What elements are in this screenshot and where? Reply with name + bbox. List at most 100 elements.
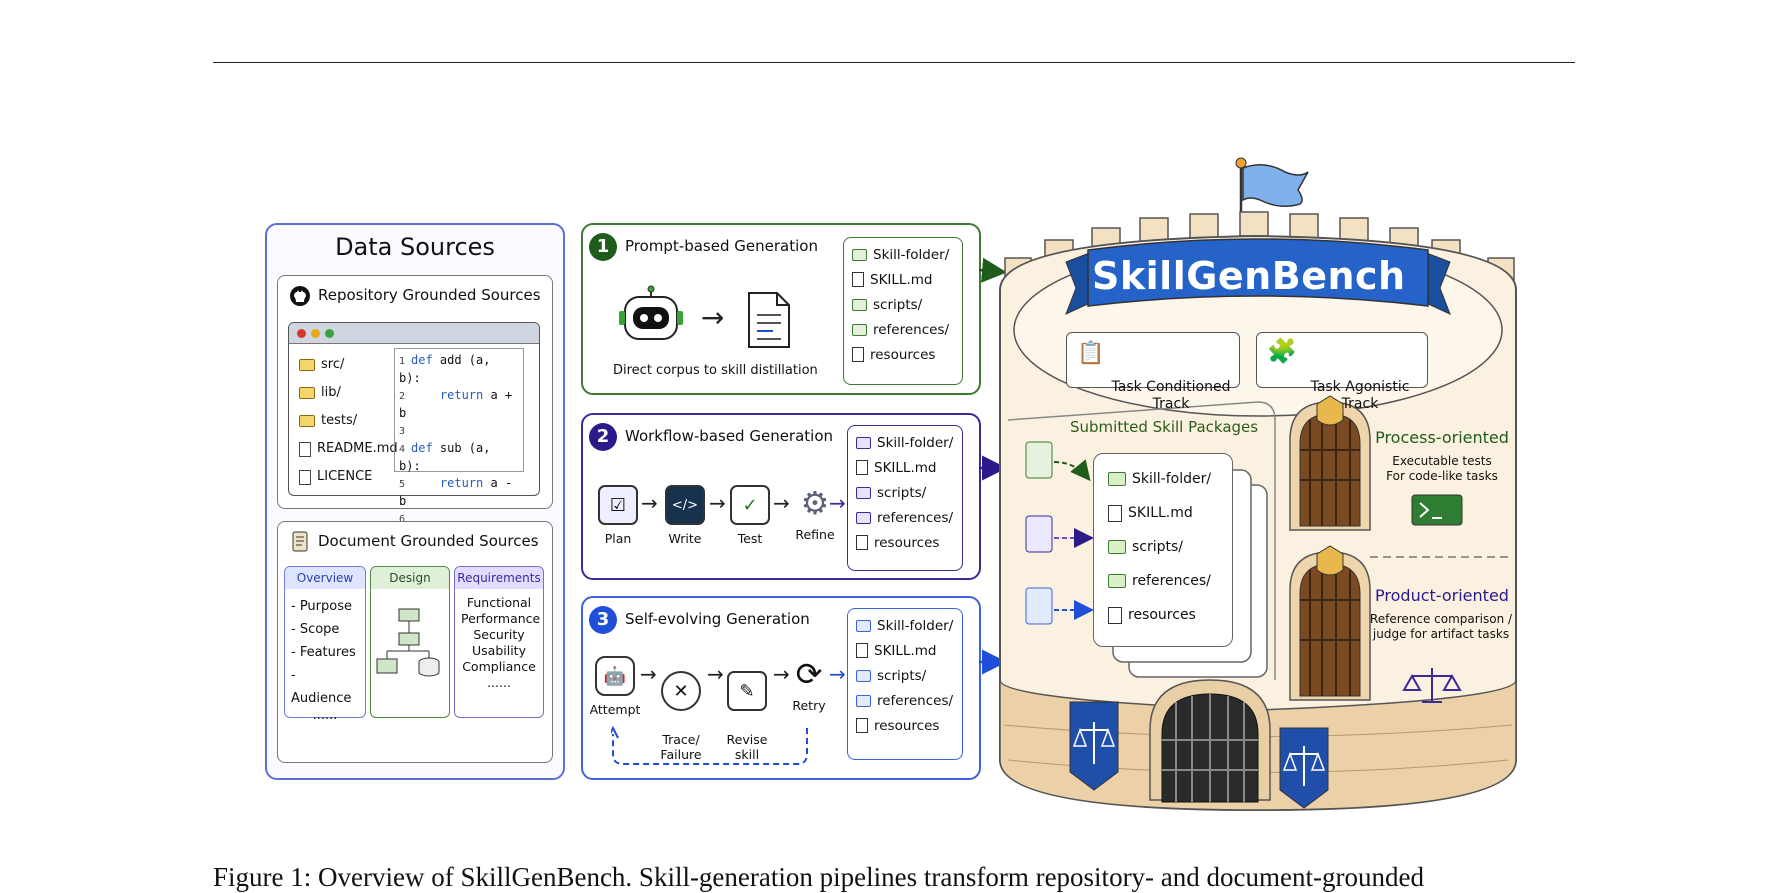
main-gate bbox=[1149, 679, 1271, 803]
code-line: 5 return a - b bbox=[399, 476, 513, 508]
step-label: Retry bbox=[792, 698, 826, 713]
self-evolving-title: Self-evolving Generation bbox=[625, 610, 810, 628]
step-number-badge: 1 bbox=[589, 233, 617, 261]
tree-item: README.md bbox=[299, 435, 398, 463]
package-item: references/ bbox=[1094, 564, 1232, 598]
task-conditioned-track: 📋 Task Conditioned Track bbox=[1066, 332, 1240, 412]
list-item: Performance bbox=[461, 611, 541, 626]
tree-item-label: src/ bbox=[321, 357, 345, 372]
package-item: SKILL.md bbox=[848, 638, 962, 663]
zone-divider bbox=[1007, 401, 1276, 680]
package-item: references/ bbox=[848, 505, 962, 530]
minimize-dot-icon bbox=[311, 329, 320, 338]
document-sources-title: Document Grounded Sources bbox=[318, 532, 539, 550]
terminal-icon bbox=[1411, 494, 1463, 526]
code-line: 2 return a + b bbox=[399, 388, 513, 420]
folder-icon bbox=[856, 619, 871, 632]
tree-item: tests/ bbox=[299, 407, 398, 435]
banner-ribbon bbox=[1087, 238, 1429, 307]
task-agnostic-track: 🧩 Task Agonistic Track bbox=[1256, 332, 1428, 412]
workflow-based-title: Workflow-based Generation bbox=[625, 427, 834, 445]
refine-step: ⚙ Refine bbox=[785, 484, 845, 542]
refresh-icon: ⟳ bbox=[791, 655, 827, 693]
checkmark-icon: ✓ bbox=[730, 485, 770, 525]
incoming-docs bbox=[1025, 441, 1094, 625]
github-icon bbox=[290, 286, 310, 306]
list-item: ...... bbox=[312, 708, 338, 723]
retry-loop-arrow bbox=[611, 726, 808, 765]
package-item-label: Skill-folder/ bbox=[873, 246, 950, 263]
package-item-label: references/ bbox=[877, 509, 954, 526]
design-column: Design bbox=[370, 566, 450, 718]
file-icon bbox=[1108, 606, 1122, 624]
workflow-based-generation-box: 2 Workflow-based Generation ☑ Plan → </>… bbox=[581, 413, 981, 580]
top-rule bbox=[213, 62, 1575, 63]
distillation-caption: Direct corpus to skill distillation bbox=[613, 363, 818, 378]
folder-icon bbox=[852, 248, 867, 261]
file-icon bbox=[299, 441, 311, 457]
step-label: Refine bbox=[795, 527, 835, 542]
step-label: Test bbox=[737, 531, 763, 546]
checklist-icon: ☑ bbox=[598, 485, 638, 525]
package-item: Skill-folder/ bbox=[848, 430, 962, 455]
folder-icon bbox=[299, 359, 315, 371]
list-item: - Scope bbox=[291, 622, 340, 637]
file-tree: src/ lib/ tests/ README.md LICENCE bbox=[299, 351, 398, 491]
data-sources-title: Data Sources bbox=[335, 233, 495, 261]
product-oriented-title: Product-oriented bbox=[1375, 586, 1509, 605]
revise-skill-step: ✎ Revise skill bbox=[717, 656, 777, 777]
folder-icon bbox=[856, 669, 871, 682]
submitted-skill-packages-title: Submitted Skill Packages bbox=[1070, 418, 1259, 436]
step-label: Revise skill bbox=[726, 732, 768, 762]
package-item-label: resources bbox=[870, 346, 936, 363]
folder-icon bbox=[1108, 472, 1126, 486]
track-label: Task Agonistic Track bbox=[1310, 379, 1410, 412]
list-item: Usability bbox=[472, 643, 526, 658]
document-sources-box: Document Grounded Sources Overview - Pur… bbox=[277, 521, 553, 763]
package-item: resources bbox=[848, 713, 962, 738]
repository-sources-box: Repository Grounded Sources src/ lib/ te… bbox=[277, 275, 553, 525]
repository-sources-title: Repository Grounded Sources bbox=[318, 286, 541, 304]
arrow-icon: → bbox=[640, 662, 657, 686]
package-item-label: references/ bbox=[1132, 573, 1211, 589]
process-window bbox=[1289, 395, 1371, 531]
package-item: scripts/ bbox=[844, 292, 962, 317]
package-item: scripts/ bbox=[1094, 530, 1232, 564]
folder-icon bbox=[1108, 574, 1126, 588]
requirements-column: Requirements Functional Performance Secu… bbox=[454, 566, 544, 718]
edit-document-icon: ✎ bbox=[727, 671, 767, 711]
flowchart-icon bbox=[376, 608, 440, 677]
right-hanging-banner bbox=[1279, 727, 1329, 809]
package-item-label: SKILL.md bbox=[874, 642, 937, 659]
process-oriented-title: Process-oriented bbox=[1375, 428, 1509, 447]
product-oriented-description: Reference comparison / judge for artifac… bbox=[1369, 612, 1513, 641]
folder-icon bbox=[852, 298, 867, 311]
trace-failure-step: ✕ Trace/ Failure bbox=[651, 656, 711, 777]
step-label: Attempt bbox=[589, 702, 641, 717]
folder-icon bbox=[856, 694, 871, 707]
step-label: Plan bbox=[604, 531, 632, 546]
attempt-step: 🤖 Attempt bbox=[587, 656, 643, 717]
file-icon bbox=[856, 460, 868, 475]
file-icon bbox=[856, 535, 868, 550]
track-label: Task Conditioned Track bbox=[1111, 379, 1231, 412]
package-item-label: scripts/ bbox=[877, 484, 927, 501]
folder-icon bbox=[856, 436, 871, 449]
overview-column: Overview - Purpose - Scope - Features - … bbox=[284, 566, 366, 722]
robot-icon bbox=[619, 285, 683, 340]
folder-icon bbox=[856, 486, 871, 499]
package-item-label: Skill-folder/ bbox=[877, 434, 954, 451]
file-icon bbox=[856, 643, 868, 658]
flag-finial bbox=[1235, 157, 1247, 169]
prompt-based-generation-box: 1 Prompt-based Generation → Direct corpu… bbox=[581, 223, 981, 395]
requirements-header: Requirements bbox=[455, 567, 543, 589]
package-item: SKILL.md bbox=[848, 455, 962, 480]
overview-list: - Purpose - Scope - Features - Audience … bbox=[285, 589, 365, 728]
test-step: ✓ Test bbox=[725, 485, 775, 546]
arrow-icon: → bbox=[829, 662, 846, 686]
list-item: Security bbox=[473, 627, 525, 642]
overview-header: Overview bbox=[285, 567, 365, 589]
arrow-icon: → bbox=[773, 662, 790, 686]
